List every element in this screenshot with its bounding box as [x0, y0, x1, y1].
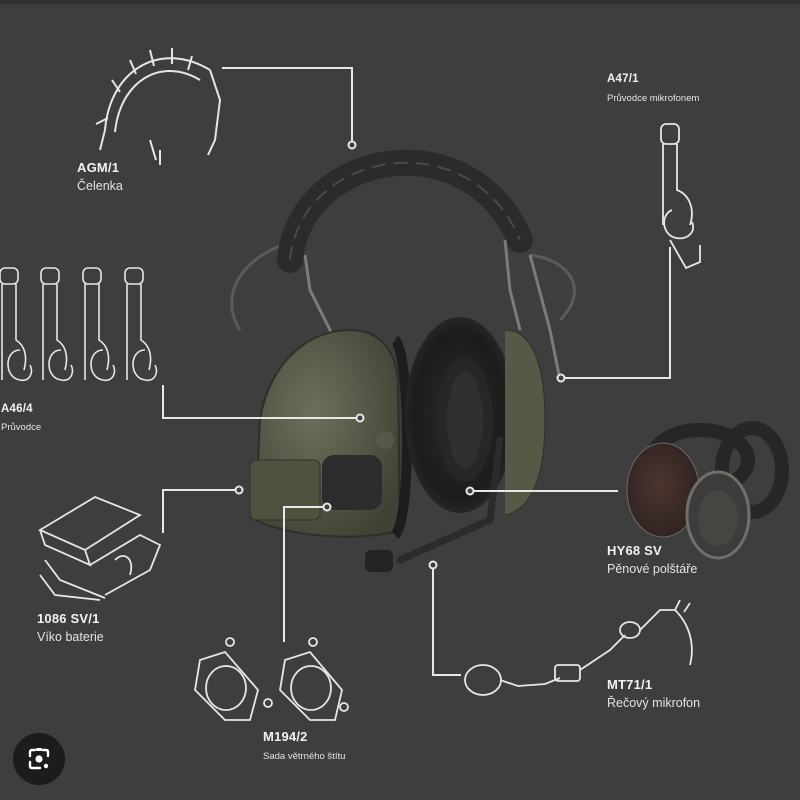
callout-lines — [162, 67, 671, 676]
part-code: AGM/1 — [77, 160, 120, 175]
mic-guide-part-drawing — [660, 123, 701, 270]
part-code: A46/4 — [1, 403, 33, 415]
part-label-m194: M194/2 Sada větrného štítu — [263, 729, 345, 762]
headband-part-drawing — [95, 48, 222, 165]
part-code: HY68 SV — [607, 543, 662, 558]
part-name: Průvodce mikrofonem — [607, 93, 700, 104]
guide-parts-drawing — [0, 267, 158, 382]
google-lens-icon — [28, 748, 50, 770]
part-label-1086: 1086 SV/1 Víko baterie — [37, 611, 104, 644]
headset-image — [230, 149, 576, 572]
part-label-agm: AGM/1 Čelenka — [77, 160, 123, 193]
part-name: Řečový mikrofon — [607, 696, 701, 710]
foam-cushion-parts-image — [626, 421, 789, 560]
part-name: Průvodce — [1, 422, 42, 433]
part-label-mt71: MT71/1 Řečový mikrofon — [607, 677, 700, 710]
part-name: Pěnové polštáře — [607, 562, 698, 576]
part-code: A47/1 — [607, 73, 639, 85]
top-strip — [0, 0, 800, 4]
part-code: 1086 SV/1 — [37, 611, 100, 626]
part-name: Víko baterie — [37, 630, 104, 644]
google-lens-button[interactable] — [13, 733, 65, 785]
part-name: Čelenka — [77, 179, 123, 193]
part-label-a47: A47/1 Průvodce mikrofonem — [607, 73, 699, 104]
battery-cover-part-drawing — [38, 495, 162, 601]
part-name: Sada větrného štítu — [263, 751, 346, 762]
wind-screen-parts-drawing — [194, 637, 349, 721]
part-label-hy68: HY68 SV Pěnové polštáře — [607, 543, 697, 576]
part-label-a46: A46/4 Průvodce — [1, 403, 41, 433]
part-code: MT71/1 — [607, 677, 653, 692]
part-code: M194/2 — [263, 729, 308, 744]
speech-mic-part-drawing — [464, 599, 693, 696]
